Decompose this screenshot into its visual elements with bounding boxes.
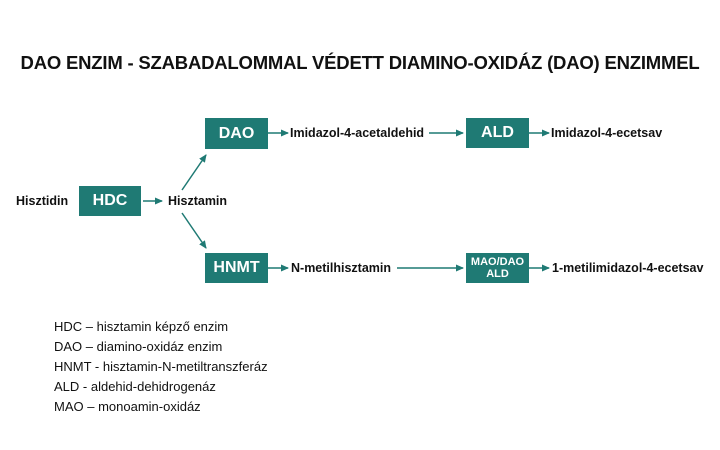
node-n-methylhistamine: N-metilhisztamin — [291, 261, 392, 275]
node-imidazole-acetaldehyde: Imidazol-4-acetaldehid — [290, 126, 425, 140]
abbreviation-legend: HDC – hisztamin képző enzim DAO – diamin… — [54, 317, 268, 417]
legend-item-dao: DAO – diamino-oxidáz enzim — [54, 339, 223, 354]
node-imidazole-acetic-acid: Imidazol-4-ecetsav — [551, 126, 663, 140]
diagram-title: DAO ENZIM - SZABADALOMMAL VÉDETT DIAMINO… — [20, 52, 700, 73]
enzyme-box-hnmt: HNMT — [205, 253, 268, 283]
legend-item-ald: ALD - aldehid-dehidrogenáz — [54, 379, 216, 394]
enzyme-box-dao: DAO — [205, 118, 268, 149]
enzyme-box-mao-dao-line1: MAO/DAO — [470, 256, 525, 268]
enzyme-box-hdc: HDC — [79, 186, 141, 216]
legend-item-hdc: HDC – hisztamin képző enzim — [54, 319, 229, 334]
arrow-histamine-to-hnmt — [181, 212, 207, 249]
node-methylimidazole-acetic-acid: 1-metilimidazol-4-ecetsav — [552, 261, 704, 275]
legend-item-mao: MAO – monoamin-oxidáz — [54, 399, 201, 414]
legend-item-hnmt: HNMT - hisztamin-N-metiltranszferáz — [54, 359, 268, 374]
node-histidine: Hisztidin — [16, 194, 69, 208]
enzyme-box-mao-dao-line2: ALD — [486, 268, 509, 280]
enzyme-box-mao-dao-ald: MAO/DAO ALD — [466, 253, 529, 283]
enzyme-box-ald: ALD — [466, 118, 529, 148]
node-histamine: Hisztamin — [168, 194, 228, 208]
arrow-histamine-to-dao — [181, 154, 207, 191]
